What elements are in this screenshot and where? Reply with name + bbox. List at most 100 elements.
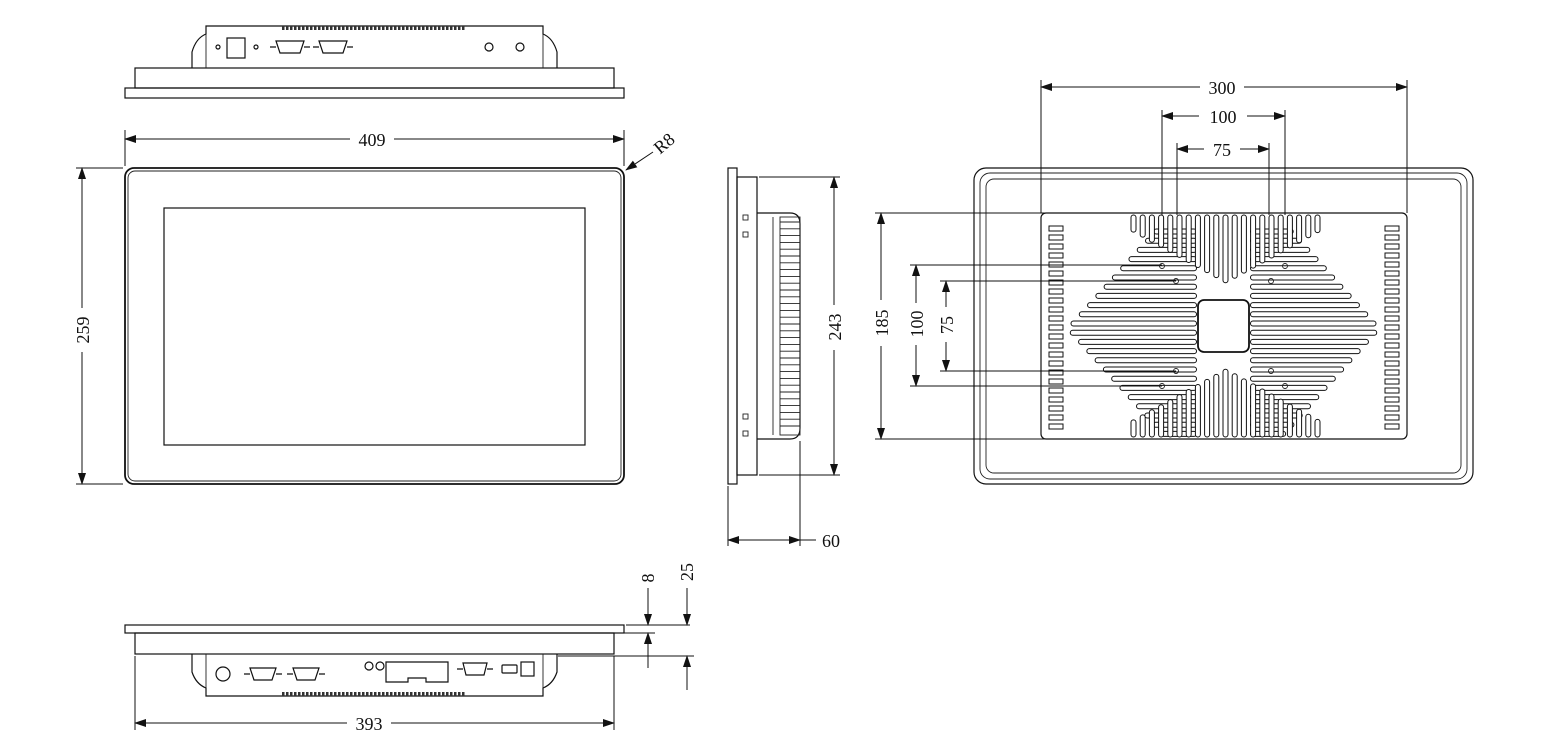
vesa-outer-width-label: 300 (1209, 78, 1236, 98)
vent-slot (302, 26, 305, 30)
vent-slot (282, 26, 285, 30)
heatsink-fin (1139, 414, 1146, 438)
front-height-label: 259 (73, 317, 93, 344)
vesa-mid-height-dimension: 100 (907, 264, 1162, 387)
side-view (727, 167, 801, 485)
vent-slot (458, 26, 461, 30)
heatsink-fin (1384, 342, 1400, 349)
heatsink-fin (1176, 214, 1183, 258)
side-heatsink-fins (780, 221, 800, 427)
vent-slot (310, 692, 313, 696)
side-depth-dimension: 60 (727, 441, 840, 551)
heatsink-fin (1250, 366, 1345, 373)
vent-slot (290, 26, 293, 30)
heatsink-fin (1094, 357, 1197, 364)
audio-jack-1 (364, 661, 374, 671)
vent-slot (294, 26, 297, 30)
heatsink-fin (1148, 214, 1155, 243)
vent-slot (454, 26, 457, 30)
vesa-hole (1159, 263, 1165, 269)
vent-slot (438, 692, 441, 696)
vent-slot (434, 26, 437, 30)
vesa-center-plate (1197, 299, 1250, 353)
vent-slot (286, 26, 289, 30)
vent-slot (450, 692, 453, 696)
vent-slot (306, 692, 309, 696)
vent-slot (430, 692, 433, 696)
heatsink-fin (1250, 283, 1344, 290)
heatsink-fin (1305, 413, 1312, 438)
hdmi-port (501, 664, 518, 674)
vent-slot (326, 26, 329, 30)
heatsink-fin (1139, 214, 1146, 238)
heatsink-fin (1314, 214, 1321, 234)
vent-slot (298, 692, 301, 696)
vent-slot (442, 692, 445, 696)
vent-slot (354, 692, 357, 696)
heatsink-fin (1130, 214, 1137, 233)
com-port-1 (244, 667, 282, 681)
vent-slot (318, 26, 321, 30)
back-height-dimension: 185 (872, 212, 1100, 440)
heatsink-fin (1167, 399, 1174, 438)
vent-slot (378, 692, 381, 696)
db9-port-1 (270, 40, 310, 54)
vent-slot (390, 26, 393, 30)
heatsink-fin (1048, 315, 1064, 322)
heatsink-fin (1384, 351, 1400, 358)
heatsink-fin (1250, 320, 1377, 327)
heatsink-fin (1250, 292, 1352, 299)
vent-slot (366, 692, 369, 696)
vent-slot (406, 26, 409, 30)
vent-slot (414, 26, 417, 30)
vga-port (457, 662, 493, 676)
power-button (520, 661, 535, 677)
heatsink-fin (1314, 418, 1321, 438)
heatsink-fin (1384, 396, 1400, 403)
heatsink-fin (1048, 378, 1064, 385)
heatsink-fin (1087, 302, 1198, 309)
bottom-depth-label: 25 (677, 563, 697, 581)
heatsink-fin (1384, 243, 1400, 250)
heatsink-fin (1259, 388, 1266, 438)
heatsink-fin (1194, 383, 1201, 438)
vent-slot (286, 692, 289, 696)
heatsink-fin (1069, 329, 1198, 336)
heatsink-fin (1250, 375, 1336, 382)
heatsink-fin (1078, 338, 1198, 345)
heatsink-outline (1040, 212, 1408, 440)
vent-slot (338, 692, 341, 696)
vent-slot (310, 26, 313, 30)
heatsink-fin (1240, 214, 1247, 274)
heatsink-fin (1250, 311, 1369, 318)
vent-slot (374, 692, 377, 696)
vent-slot (326, 692, 329, 696)
vent-slot (346, 26, 349, 30)
heatsink-fin (1111, 375, 1198, 382)
heatsink-fin (1130, 419, 1137, 438)
bottom-vent-slots (282, 692, 465, 696)
heatsink-fin (1277, 214, 1284, 254)
bottom-width-dimension: 393 (134, 656, 615, 734)
heatsink-fin (1259, 214, 1266, 264)
vent-slot (406, 692, 409, 696)
front-width-label: 409 (359, 130, 386, 150)
vent-slot (398, 692, 401, 696)
front-width-dimension: 409 (124, 130, 625, 166)
vent-slot (362, 692, 365, 696)
heatsink-fin (1231, 373, 1238, 438)
vesa-mid-height-label: 100 (907, 311, 927, 338)
vent-slot (322, 26, 325, 30)
vent-slot (454, 692, 457, 696)
heatsink-fin (1384, 324, 1400, 331)
heatsink-fin (1250, 412, 1303, 419)
heatsink-fin (1384, 297, 1400, 304)
vent-slot (410, 26, 413, 30)
vent-slot (438, 26, 441, 30)
heatsink-fin (1048, 351, 1064, 358)
vent-slot (350, 26, 353, 30)
vent-slot (350, 692, 353, 696)
vent-slot (394, 26, 397, 30)
heatsink-fin (1095, 292, 1197, 299)
heatsink-fin (1250, 214, 1257, 269)
